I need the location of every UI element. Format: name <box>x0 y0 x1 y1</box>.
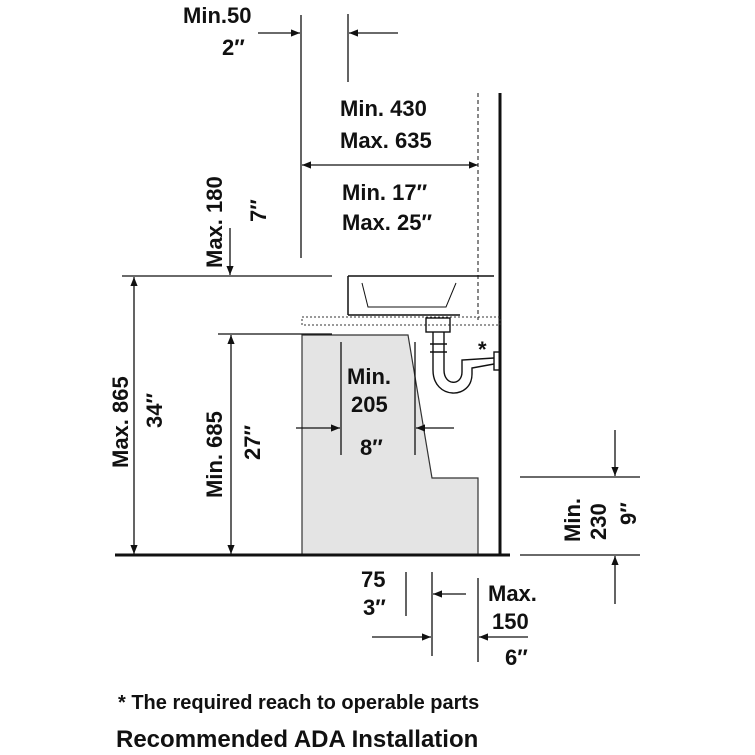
toe-min-label: Min. <box>560 498 585 542</box>
knee-depth-min-label: Min. <box>347 364 391 389</box>
reach-min-mm-label: Min. 430 <box>340 96 427 121</box>
toe-min-in-label: 9″ <box>616 502 641 525</box>
min50-in-label: 2″ <box>222 35 245 60</box>
reach-min-in-label: Min. 17″ <box>342 180 428 205</box>
caption: Recommended ADA Installation <box>116 726 478 753</box>
height-max-mm-label: Max. 865 <box>108 376 133 468</box>
height-max-in-label: 34″ <box>142 393 167 428</box>
knee-depth-in-label: 8″ <box>360 435 383 460</box>
reach-max-mm-label: Max. 635 <box>340 128 432 153</box>
footnote: * The required reach to operable parts <box>118 692 479 714</box>
toe-max-label: Max. <box>488 581 537 606</box>
depth-max-in-label: 7″ <box>246 199 271 222</box>
knee-min-mm-label: Min. 685 <box>202 411 227 498</box>
toe-max-mm-label: 150 <box>492 609 529 634</box>
countertop <box>301 316 501 326</box>
toe-max-in-label: 6″ <box>505 645 528 670</box>
asterisk-marker: * <box>478 337 487 362</box>
toe-75-mm-label: 75 <box>361 567 385 592</box>
depth-max-mm-label: Max. 180 <box>202 176 227 268</box>
reach-max-in-label: Max. 25″ <box>342 210 432 235</box>
toe-75-in-label: 3″ <box>363 595 386 620</box>
knee-min-in-label: 27″ <box>240 425 265 460</box>
min50-mm-label: Min.50 <box>183 3 251 28</box>
drain-trap <box>425 317 501 394</box>
washbasin <box>347 275 494 316</box>
knee-depth-mm-label: 205 <box>351 392 388 417</box>
toe-min-mm-label: 230 <box>586 503 611 540</box>
